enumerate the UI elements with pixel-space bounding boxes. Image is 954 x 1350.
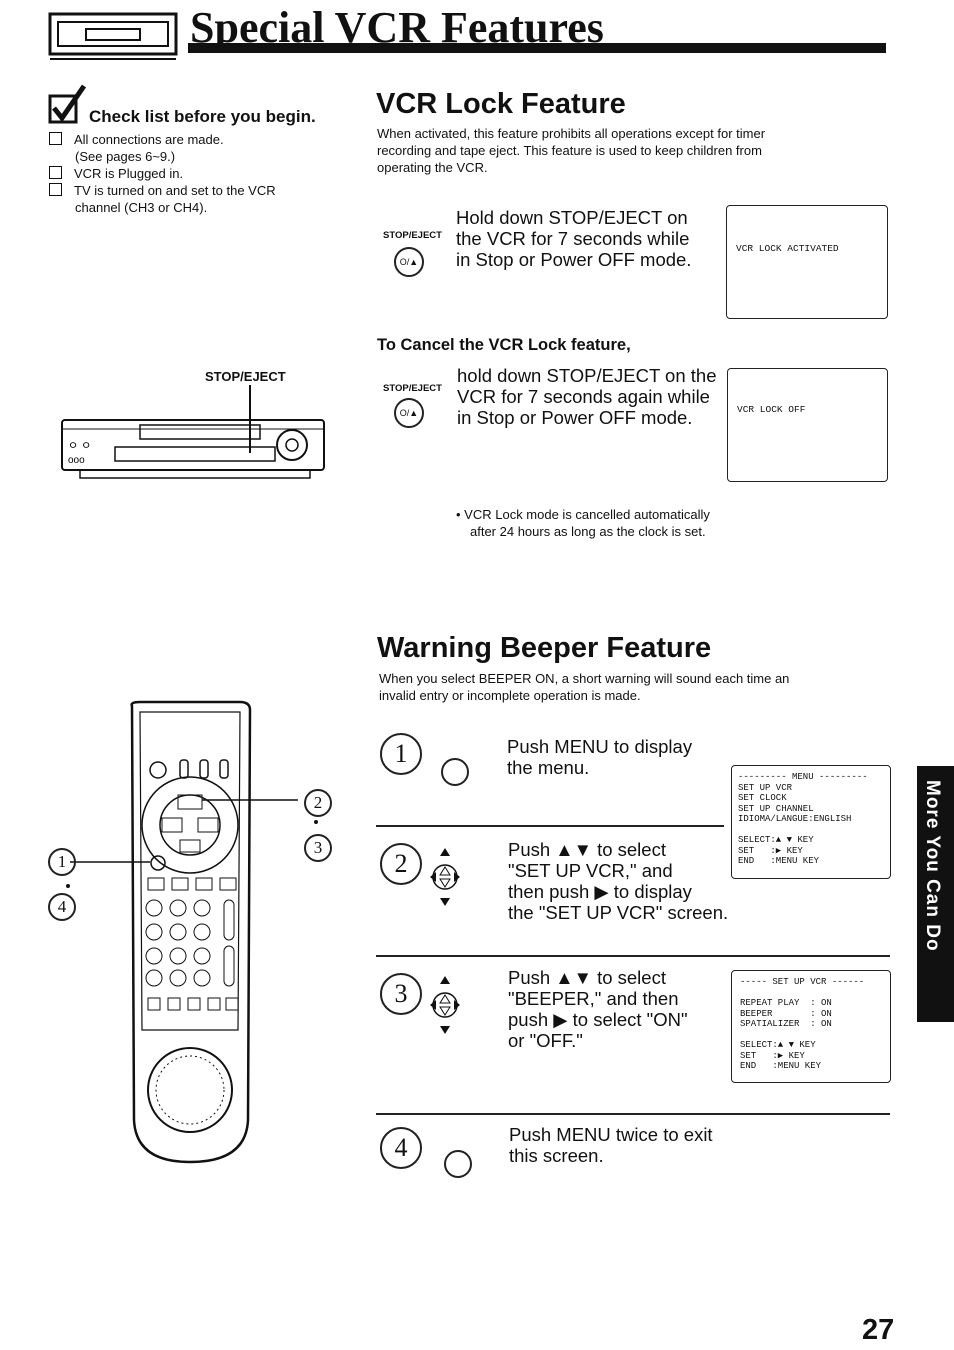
step-button-label: STOP/EJECT: [383, 230, 442, 241]
checklist-item: TV is turned on and set to the VCR: [49, 182, 349, 199]
checklist-item: channel (CH3 or CH4).: [75, 200, 208, 215]
step-3-text: Push ▲▼ to select"BEEPER," and then push…: [508, 967, 688, 1051]
svg-text:ㅇ ㅇ: ㅇ ㅇ: [68, 440, 91, 452]
remote-callout-1: 1: [48, 848, 76, 876]
checklist: All connections are made. (See pages 6~9…: [49, 131, 349, 216]
stop-eject-button-icon: O/▲: [394, 398, 424, 428]
beeper-title: Warning Beeper Feature: [377, 632, 712, 664]
setup-screen-display: ----- SET UP VCR ------ REPEAT PLAY : ON…: [731, 970, 891, 1083]
side-tab: More You Can Do: [917, 766, 954, 1022]
divider: [376, 1113, 890, 1115]
step-number-1: 1: [380, 733, 422, 775]
step-number-3: 3: [380, 973, 422, 1015]
step-number-2: 2: [380, 843, 422, 885]
beeper-description: When you select BEEPER ON, a short warni…: [379, 671, 790, 703]
step-2-text: Push ▲▼ to select"SET UP VCR," and then …: [508, 839, 729, 923]
step-number-4: 4: [380, 1127, 422, 1169]
menu-screen-display: --------- MENU --------- SET UP VCR SET …: [731, 765, 891, 879]
direction-pad-icon: [430, 976, 460, 1034]
remote-callout-2: 2: [304, 789, 332, 817]
step-button-label: STOP/EJECT: [383, 383, 442, 394]
checklist-heading: Check list before you begin.: [89, 107, 316, 126]
checkbox-icon: [49, 132, 62, 145]
title-rule: [188, 43, 886, 53]
vcr-front-illustration: ㅇ ㅇ ooo: [61, 385, 325, 479]
remote-callout-4: 4: [48, 893, 76, 921]
checklist-item: All connections are made.: [49, 131, 349, 148]
divider: [376, 955, 890, 957]
vcr-lock-title: VCR Lock Feature: [376, 88, 626, 120]
stop-eject-button-icon: O/▲: [394, 247, 424, 277]
page-number: 27: [862, 1314, 895, 1346]
menu-button-icon: [441, 758, 469, 786]
lock-note: • VCR Lock mode is cancelled automatical…: [456, 507, 710, 539]
checklist-item: VCR is Plugged in.: [49, 165, 349, 182]
checkbox-icon: [49, 166, 62, 179]
checklist-item: (See pages 6~9.): [75, 149, 176, 164]
unlock-screen-display: VCR LOCK OFF: [727, 368, 888, 482]
svg-text:ooo: ooo: [68, 455, 85, 466]
vcr-header-icon: [48, 12, 178, 60]
menu-button-icon: [444, 1150, 472, 1178]
remote-callout-3: 3: [304, 834, 332, 862]
vcr-lock-description: When activated, this feature prohibits a…: [377, 126, 766, 175]
direction-pad-icon: [430, 848, 460, 906]
cancel-heading: To Cancel the VCR Lock feature,: [377, 336, 631, 354]
remote-control-illustration: [66, 700, 318, 1164]
stop-eject-label: STOP/EJECT: [205, 369, 286, 384]
checkmark-icon: [48, 84, 87, 124]
divider: [376, 825, 724, 827]
checkbox-icon: [49, 183, 62, 196]
lock-screen-display: VCR LOCK ACTIVATED: [726, 205, 888, 319]
